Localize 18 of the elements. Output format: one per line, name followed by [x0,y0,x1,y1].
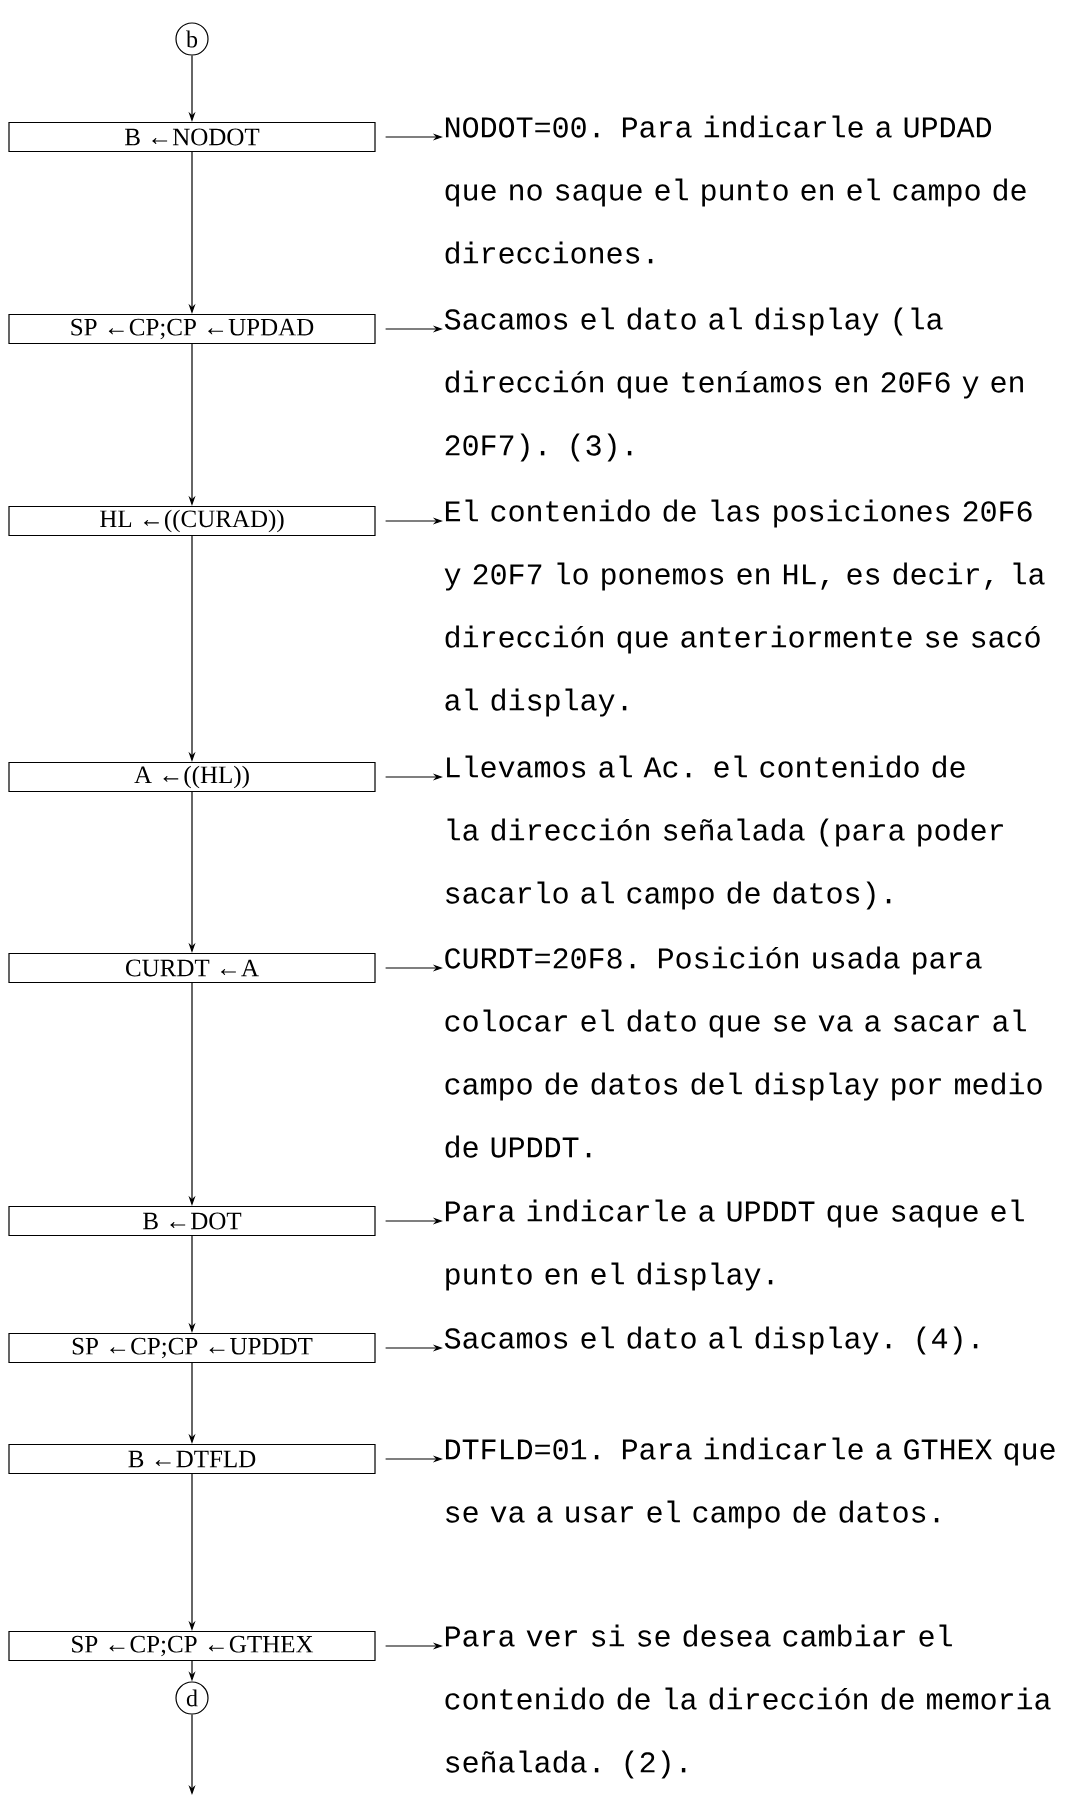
comment-text: Sacamos el dato al display (la dirección que teníamos en 20F6 y en 20F7). (3). [444,307,1023,462]
comment-text: Sacamos el dato al display. (4). [444,1326,978,1355]
process-box: SP ←CP;CP ←UPDDT [8,1332,376,1364]
comment-text: CURDT=20F8. Posición usada para colocar el dato que se va a sacar al campo de datos del display por medio de UPDDT. [445,946,1042,1158]
process-box: B ←DOT [8,1205,376,1237]
comment-text: DTFLD=01. Para indicarle a GTHEX que se va a usar el campo de datos. [445,1437,1055,1529]
process-box: SP ←CP;CP ←GTHEX [8,1630,376,1662]
comment-text: Llevamos al Ac. el contenido de la dirección señalada (para poder sacarlo al campo de datos). [446,755,1003,910]
process-box: CURDT ←A [8,952,376,984]
process-box: SP ←CP;CP ←UPDAD [8,313,376,345]
comment-text: NODOT=00. Para indicarle a UPDAD que no saque el punto en el campo de direcciones. [445,115,1026,264]
comment-text: Para ver si se desea cambiar el contenido de la dirección de memoria señalada. (2). [445,1624,1051,1779]
process-box: B ←DTFLD [8,1443,376,1475]
comment-text: El contenido de las posiciones 20F6 y 20F7 lo ponemos en HL, es decir, la dirección que anteriormente se sacó al display. [444,499,1045,717]
process-box: A ←((HL)) [8,761,376,793]
process-box: HL ←((CURAD)) [8,505,376,537]
process-box: B ←NODOT [8,121,376,153]
comment-text: Para indicarle a UPDDT que saque el punto en el display. [445,1199,1024,1291]
